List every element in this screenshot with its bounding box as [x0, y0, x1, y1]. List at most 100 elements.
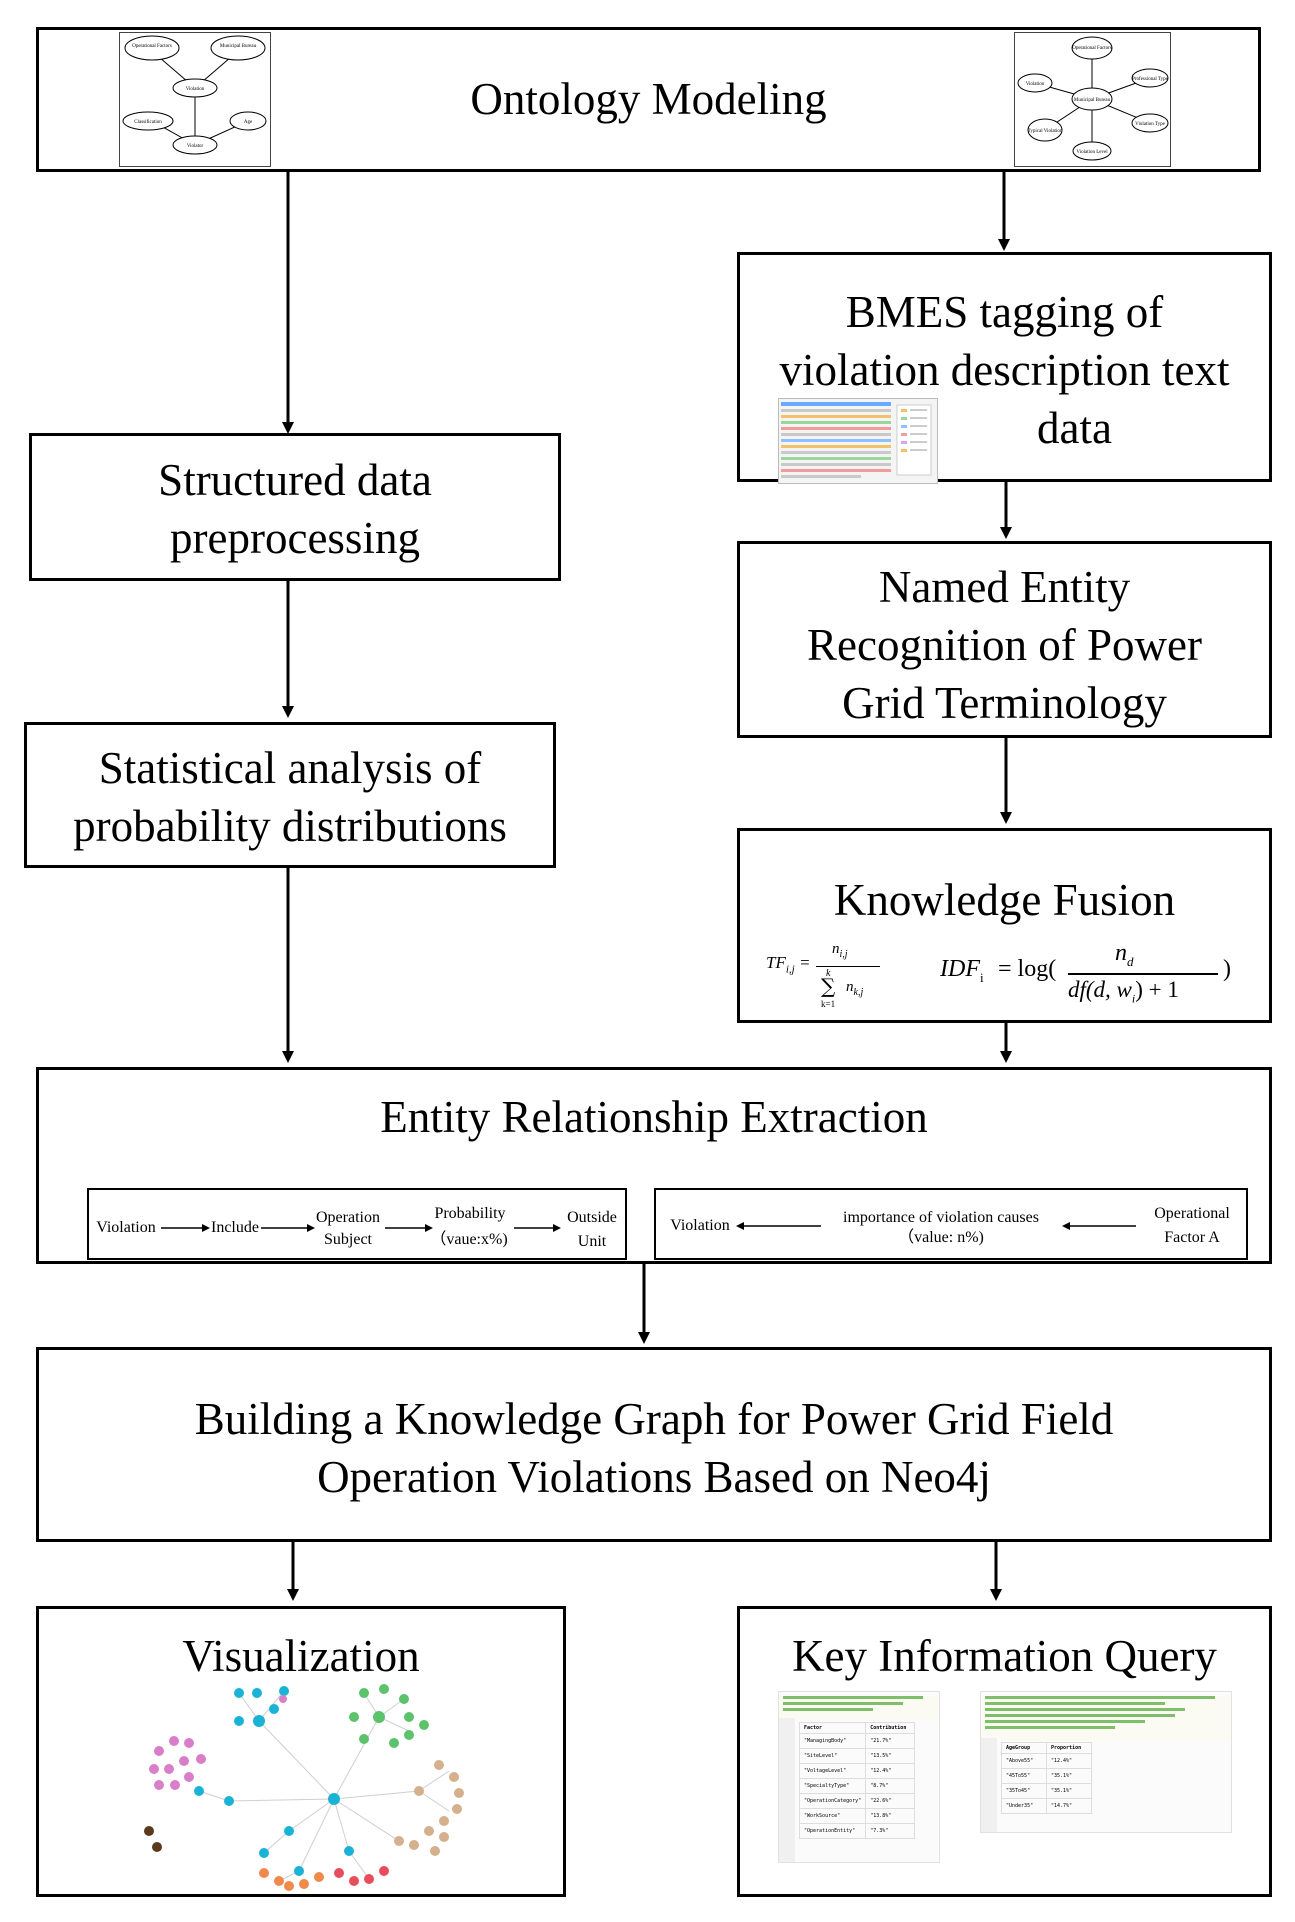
ner-line-2: Recognition of Power: [807, 620, 1202, 670]
ontology-diagram-left: Operational Factors Municipal Bureau Vio…: [119, 32, 271, 167]
knowledge-graph-visualization: [144, 1684, 464, 1891]
left-table-header-1: Contribution: [865, 1722, 916, 1734]
ontology-right-node-5: Violation Type: [1135, 122, 1165, 127]
query-code-right: [981, 1696, 1231, 1740]
relation-chain-left: Violation Include Operation Subject Prob…: [87, 1188, 627, 1260]
stats-line-2: probability distributions: [73, 801, 507, 851]
ontology-diagram-right: Operational Factors Violation Municipal …: [1014, 32, 1171, 167]
ontology-right-node-7: Violation Level: [1076, 150, 1108, 155]
bmes-tagging-box: BMES tagging of violation description te…: [737, 252, 1272, 484]
bmes-line-1: BMES tagging of: [845, 287, 1164, 337]
query-code-left: [779, 1696, 939, 1720]
tf-lhs: TF: [766, 953, 786, 972]
bmes-annotation-preview: [781, 402, 932, 478]
tf-den: n: [846, 979, 854, 995]
ner-box: Named Entity Recognition of Power Grid T…: [737, 541, 1272, 738]
table-cell: "Above55": [1001, 1753, 1047, 1769]
rel-left-violation: Violation: [96, 1219, 156, 1236]
table-cell: "13.5%": [865, 1748, 916, 1764]
tf-num: n: [832, 941, 840, 957]
table-cell: "8.7%": [865, 1778, 916, 1794]
graph-node-cluster-orange: [259, 1868, 324, 1891]
tf-num-sub: i,j: [839, 949, 848, 960]
bmes-line-3: data: [1037, 403, 1112, 453]
table-cell: "35.1%": [1046, 1768, 1092, 1784]
idf-num-sub: d: [1127, 953, 1134, 969]
table-cell: "OperationEntity": [798, 1823, 867, 1839]
rel-right-value: （value: n%): [898, 1229, 984, 1246]
rel-right-violation: Violation: [670, 1217, 730, 1234]
table-cell: "7.3%": [865, 1823, 916, 1839]
idf-den: df(d, w: [1068, 977, 1132, 1002]
rel-right-importance: importance of violation causes: [843, 1209, 1039, 1226]
tf-fraction-bar: [816, 966, 880, 967]
idf-num: n: [1115, 940, 1127, 966]
idf-lhs: IDF: [940, 956, 980, 982]
ontology-left-node-3: Violation: [186, 87, 205, 92]
build-line-1: Building a Knowledge Graph for Power Gri…: [194, 1394, 1114, 1444]
knowledge-fusion-title: Knowledge Fusion: [833, 875, 1176, 925]
right-table-header-0: AgeGroup: [1001, 1742, 1047, 1754]
rel-left-outside: Outside: [567, 1209, 617, 1226]
graph-node-cluster-green: [349, 1684, 429, 1748]
rel-left-subject: Subject: [324, 1231, 372, 1248]
idf-den-sub: i: [1131, 991, 1136, 1006]
ontology-modeling-title: Ontology Modeling: [470, 74, 827, 124]
table-cell: "35.1%": [1046, 1783, 1092, 1799]
relation-right-arrows: [736, 1222, 1136, 1230]
table-cell: "ManagingBody": [798, 1733, 867, 1749]
ontology-left-node-6: Violator: [187, 144, 204, 149]
ontology-modeling-box: Ontology Modeling Operational Factors Mu…: [36, 27, 1261, 172]
build-line-2: Operation Violations Based on Neo4j: [317, 1452, 991, 1502]
structured-line-2: preprocessing: [170, 513, 420, 563]
graph-node-cluster-red: [334, 1866, 389, 1886]
table-cell: "13.8%": [865, 1808, 916, 1824]
visualization-title: Visualization: [182, 1631, 420, 1681]
table-cell: "35To45": [1001, 1783, 1047, 1799]
table-cell: "45To55": [1001, 1768, 1047, 1784]
ontology-left-node-4: Classification: [134, 120, 162, 125]
ontology-left-node-5: Age: [244, 120, 253, 125]
query-title: Key Information Query: [792, 1631, 1217, 1681]
rel-left-operation: Operation: [316, 1209, 380, 1226]
rel-left-value: （vaue:x%): [430, 1231, 508, 1248]
table-cell: "21.7%": [865, 1733, 916, 1749]
structured-line-1: Structured data: [158, 455, 432, 505]
idf-log: = log(: [998, 956, 1057, 982]
query-sidebar-right: [981, 1738, 997, 1832]
table-cell: "SpecialtyType": [798, 1778, 867, 1794]
tf-sigma-bottom: k=1: [821, 999, 836, 1009]
idf-lhs-sub: i: [979, 969, 984, 985]
entity-relationship-extraction-box: Entity Relationship Extraction Violation…: [36, 1067, 1272, 1264]
table-cell: "Under35": [1001, 1798, 1047, 1814]
table-cell: "14.7%": [1046, 1798, 1092, 1814]
stats-line-1: Statistical analysis of: [98, 743, 482, 793]
idf-fraction-bar: [1068, 973, 1218, 975]
structured-preprocessing-box: Structured data preprocessing: [29, 433, 561, 581]
idf-den-tail: ) + 1: [1135, 977, 1179, 1002]
relation-left-arrows: [161, 1224, 561, 1232]
graph-node-cluster-pink: [149, 1695, 287, 1790]
tf-sigma-icon: ∑: [821, 974, 836, 998]
rel-left-unit: Unit: [577, 1233, 607, 1250]
knowledge-graph-build-box: Building a Knowledge Graph for Power Gri…: [36, 1347, 1272, 1542]
knowledge-fusion-box: Knowledge Fusion TFi,j = ni,j k ∑ k=1 nk…: [737, 828, 1272, 1023]
tf-den-sub: k,j: [853, 987, 864, 998]
table-cell: "12.4%": [1046, 1753, 1092, 1769]
tf-sigma-top: k: [826, 968, 831, 979]
table-cell: "WorkSource": [798, 1808, 867, 1824]
ontology-right-graph: Operational Factors Violation Municipal …: [1017, 36, 1169, 161]
ontology-right-node-6: Typical Violation: [1028, 129, 1063, 134]
graph-node-cluster-tan: [394, 1760, 464, 1856]
rel-left-include: Include: [211, 1219, 259, 1236]
rel-right-operational: Operational: [1154, 1205, 1230, 1222]
ontology-right-node-4: Professional Type: [1132, 77, 1169, 82]
ontology-right-node-1: Operational Factors: [1072, 46, 1112, 51]
idf-close: ): [1223, 956, 1231, 982]
